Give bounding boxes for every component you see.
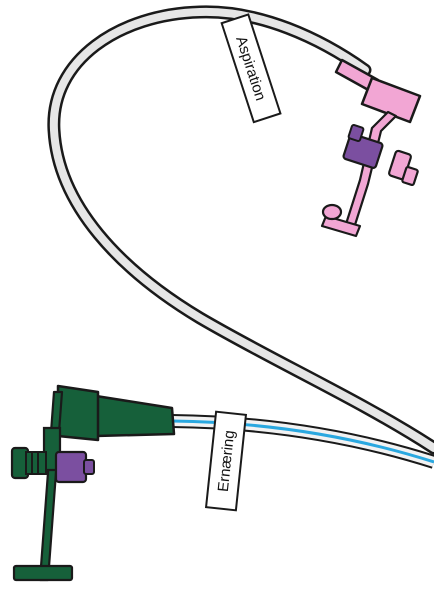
feeding-label: Ernæring [204, 410, 248, 512]
aspiration-connector [320, 58, 422, 238]
feeding-cap [54, 450, 95, 484]
feeding-connector [10, 384, 176, 582]
feeding-tube [171, 414, 434, 469]
aspiration-cap [342, 124, 384, 169]
aspiration-tube [47, 5, 434, 455]
aspiration-label: Aspiration [220, 13, 282, 124]
feeding-label-text: Ernæring [215, 429, 238, 492]
